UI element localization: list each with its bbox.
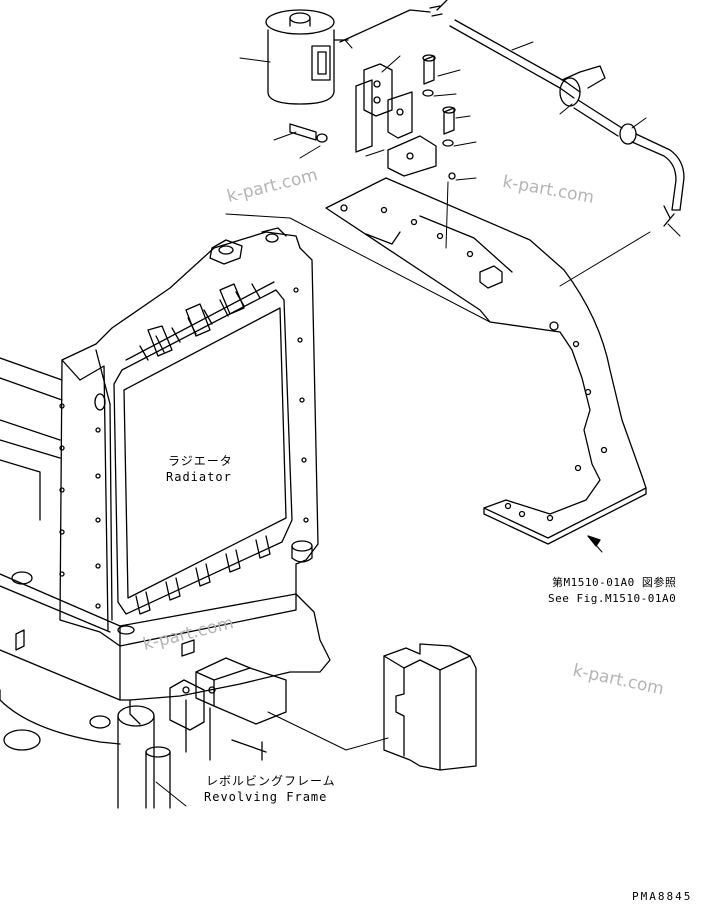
- see-figure-label-en: See Fig.M1510-01A0: [548, 592, 677, 605]
- radiator-label-jp: ラジエータ: [168, 454, 233, 468]
- revolving-frame-label-en: Revolving Frame: [204, 790, 328, 804]
- overflow-hose: [340, 0, 684, 226]
- mounting-bracket: [290, 55, 455, 179]
- cover-plate: [326, 178, 646, 544]
- leader-lines-top: [240, 40, 680, 248]
- reference-arrow: [588, 536, 600, 546]
- leader-lines-bottom: [156, 214, 650, 806]
- counterweight: [384, 644, 476, 770]
- radiator: [60, 228, 318, 646]
- revolving-frame: [0, 358, 330, 808]
- reserve-tank: [266, 10, 348, 104]
- revolving-frame-label-jp: レボルビングフレーム: [206, 774, 336, 788]
- see-figure-label-jp: 第M1510-01A0 図参照: [552, 576, 677, 589]
- drawing-number: PMA8845: [632, 890, 693, 903]
- radiator-label-en: Radiator: [166, 470, 232, 484]
